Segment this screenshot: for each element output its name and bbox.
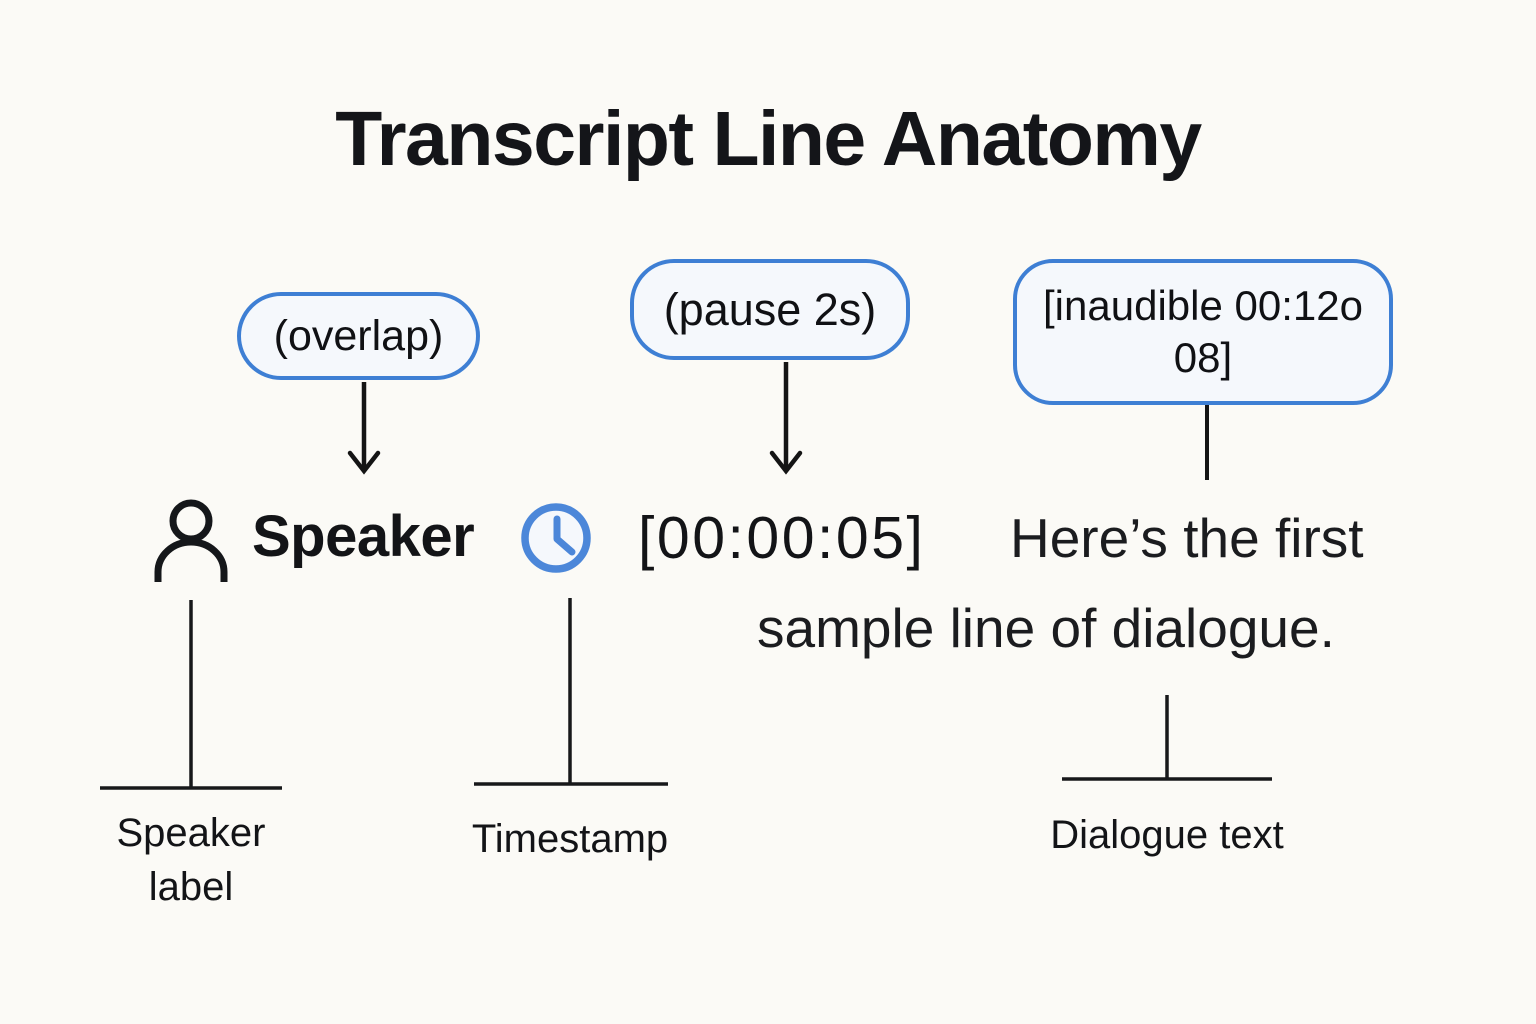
callout-inaudible-label: [inaudible 00:12o 08] bbox=[1043, 281, 1363, 382]
dialogue-text-line-1: Here’s the first bbox=[1010, 507, 1364, 569]
callout-pause: (pause 2s) bbox=[630, 259, 910, 360]
part-label-dialogue: Dialogue text bbox=[1050, 813, 1284, 857]
person-icon bbox=[154, 499, 228, 582]
callout-overlap-label: (overlap) bbox=[273, 311, 444, 360]
timestamp-text: [00:00:05] bbox=[638, 505, 926, 571]
clock-icon bbox=[521, 503, 591, 573]
page-title: Transcript Line Anatomy bbox=[335, 96, 1202, 182]
speaker-label-text: Speaker bbox=[252, 504, 475, 569]
connector-speaker-label bbox=[100, 600, 282, 790]
callout-inaudible: [inaudible 00:12o 08] bbox=[1013, 259, 1393, 405]
down-arrow-overlap bbox=[347, 382, 381, 475]
dialogue-text-line-2: sample line of dialogue. bbox=[757, 597, 1335, 659]
down-arrow-pause bbox=[769, 362, 803, 475]
connector-dialogue bbox=[1062, 695, 1272, 781]
part-label-speaker: Speaker label bbox=[116, 811, 266, 909]
callout-overlap: (overlap) bbox=[237, 292, 480, 380]
callout-pause-label: (pause 2s) bbox=[663, 283, 877, 335]
part-label-timestamp: Timestamp bbox=[471, 817, 669, 861]
connector-timestamp bbox=[474, 598, 668, 786]
leader-line-inaudible bbox=[1205, 405, 1209, 480]
